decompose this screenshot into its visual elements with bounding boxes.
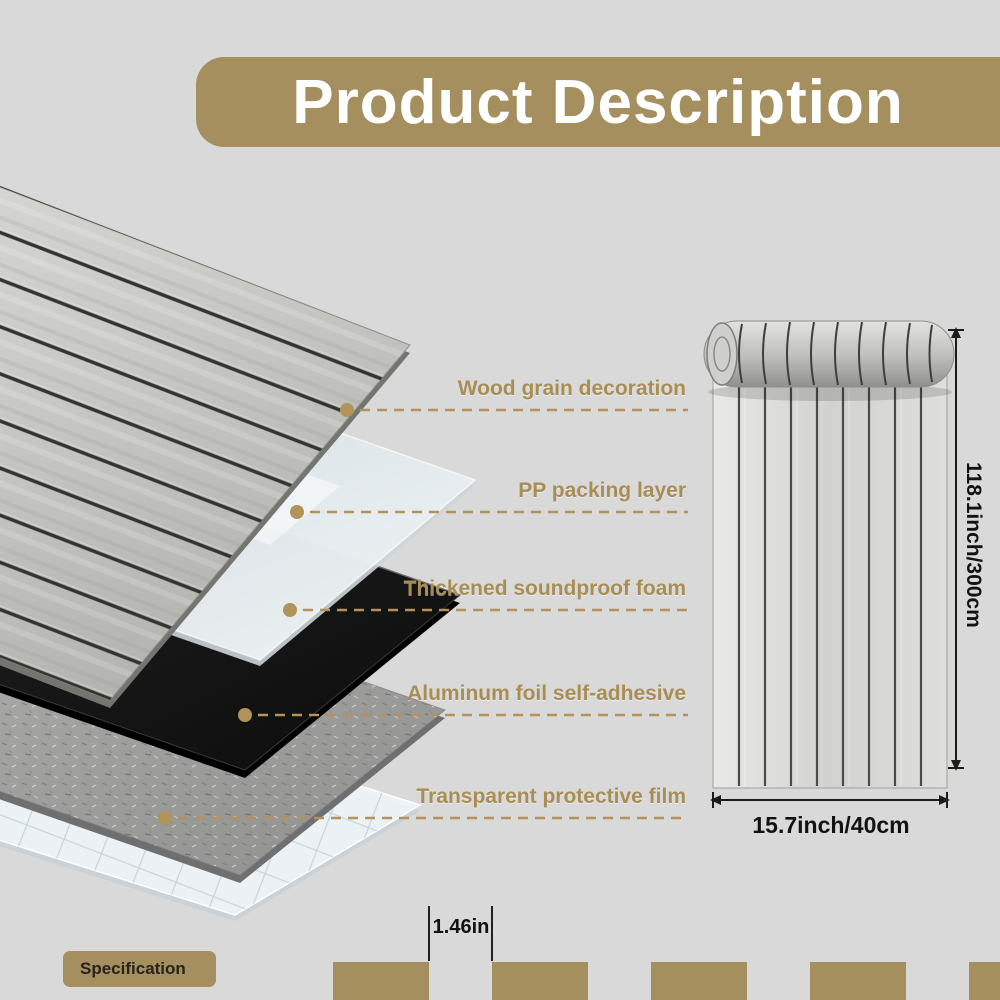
plank-gap-ruler xyxy=(428,906,493,961)
layer-label-pp-packing: PP packing layer xyxy=(518,479,686,502)
height-dimension-label: 118.1inch/300cm xyxy=(962,462,985,628)
plank-gap-label: 1.46in xyxy=(432,916,490,938)
layer-label-aluminum-foil: Aluminum foil self-adhesive xyxy=(407,682,686,705)
product-roll-preview xyxy=(703,320,955,789)
layer-label-protective-film: Transparent protective film xyxy=(416,785,686,808)
leader-dot xyxy=(340,403,354,417)
width-dimension-label: 15.7inch/40cm xyxy=(752,812,910,838)
specification-banner: Specification xyxy=(63,951,216,987)
specification-label: Specification xyxy=(80,959,186,978)
width-dimension-arrow xyxy=(710,792,950,808)
leader-dot xyxy=(290,505,304,519)
leader-dot xyxy=(283,603,297,617)
leader-dot xyxy=(158,811,172,825)
leader-dot xyxy=(238,708,252,722)
title-banner: Product Description xyxy=(196,57,1000,147)
layer-label-soundproof-foam: Thickened soundproof foam xyxy=(403,577,686,600)
leader-lines xyxy=(178,408,688,820)
page-title: Product Description xyxy=(292,67,904,137)
layer-label-wood-grain: Wood grain decoration xyxy=(457,377,686,400)
height-dimension-arrow xyxy=(948,327,964,771)
bottom-plank-pattern xyxy=(333,962,1000,1000)
layer-wood-grain xyxy=(0,185,411,708)
